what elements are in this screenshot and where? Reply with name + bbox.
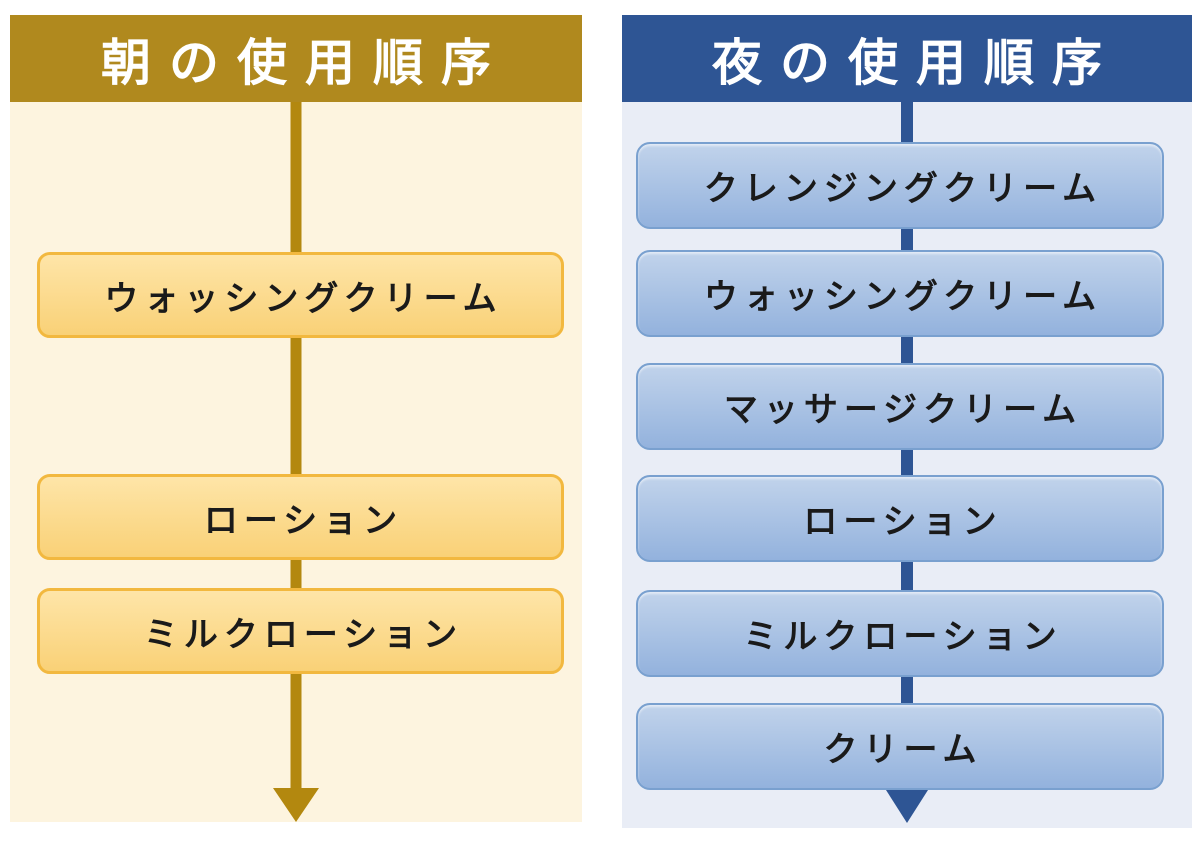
step-label: ウォッシングクリーム: [104, 279, 503, 318]
step-label: ウォッシングクリーム: [703, 278, 1103, 316]
step-label: クリーム: [823, 731, 983, 769]
step-label: ローション: [203, 501, 404, 540]
step-label: ローション: [803, 503, 1003, 541]
step-label: ミルクローション: [743, 618, 1063, 656]
night-step-box: クレンジングクリーム: [636, 142, 1164, 229]
step-label: マッサージクリーム: [723, 391, 1083, 429]
morning-arrow-down-icon: [273, 788, 319, 822]
night-step-box: ウォッシングクリーム: [636, 250, 1164, 337]
night-step-box: マッサージクリーム: [636, 363, 1164, 450]
morning-step-box: ローション: [37, 474, 564, 560]
night-step-box: ローション: [636, 475, 1164, 562]
night-step-box: ミルクローション: [636, 590, 1164, 677]
night-panel-body: クレンジングクリーム ウォッシングクリーム マッサージクリーム ローション ミル…: [622, 102, 1192, 828]
morning-panel-body: ウォッシングクリーム ローション ミルクローション: [10, 102, 582, 822]
night-panel-title: 夜の使用順序: [622, 15, 1192, 102]
night-panel: 夜の使用順序 クレンジングクリーム ウォッシングクリーム マッサージクリーム ロ…: [622, 15, 1192, 828]
step-label: クレンジングクリーム: [703, 170, 1103, 208]
morning-panel-title: 朝の使用順序: [10, 15, 582, 102]
morning-step-box: ウォッシングクリーム: [37, 252, 564, 338]
night-arrow-down-icon: [886, 790, 928, 823]
night-step-box: クリーム: [636, 703, 1164, 790]
step-label: ミルクローション: [143, 615, 464, 654]
morning-step-box: ミルクローション: [37, 588, 564, 674]
morning-panel: 朝の使用順序 ウォッシングクリーム ローション ミルクローション: [10, 15, 582, 822]
morning-flow-line: [290, 102, 302, 790]
